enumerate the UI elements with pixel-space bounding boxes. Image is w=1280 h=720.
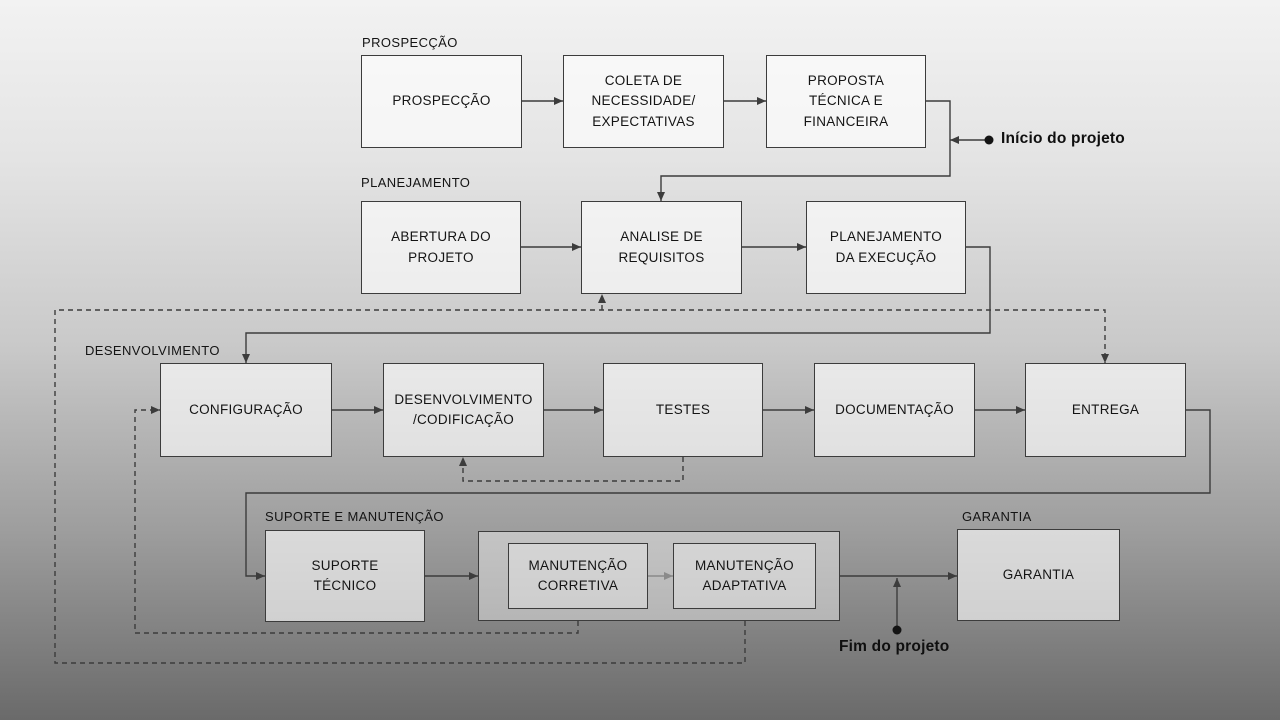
node-planejamento-execucao-label: PLANEJAMENTO DA EXECUÇÃO bbox=[829, 229, 943, 265]
node-desenvolvimento-codificacao-label: DESENVOLVIMENTO /CODIFICAÇÃO bbox=[394, 391, 533, 427]
node-proposta-tecnica-label: PROPOSTA TÉCNICA E FINANCEIRA bbox=[803, 73, 889, 129]
node-proposta-tecnica: PROPOSTA TÉCNICA E FINANCEIRA bbox=[766, 55, 926, 148]
feedback-testes-desenvolvimento bbox=[459, 457, 684, 482]
node-analise-requisitos: ANALISE DE REQUISITOS bbox=[581, 201, 742, 294]
inicio-projeto-dot bbox=[984, 135, 994, 145]
node-entrega-label: ENTREGA bbox=[1071, 401, 1140, 417]
milestone-inicio-label: Início do projeto bbox=[1001, 130, 1125, 147]
node-coleta-necessidade: COLETA DE NECESSIDADE/ EXPECTATIVAS bbox=[563, 55, 724, 148]
node-documentacao-label: DOCUMENTAÇÃO bbox=[835, 401, 954, 417]
node-documentacao: DOCUMENTAÇÃO bbox=[814, 363, 975, 457]
node-entrega: ENTREGA bbox=[1025, 363, 1186, 457]
node-manutencao-corretiva-label: MANUTENÇÃO CORRETIVA bbox=[528, 557, 628, 593]
section-label-prospeccao: PROSPECÇÃO bbox=[362, 35, 458, 50]
node-abertura-projeto: ABERTURA DO PROJETO bbox=[361, 201, 521, 294]
section-label-suporte-manutencao: SUPORTE E MANUTENÇÃO bbox=[265, 509, 444, 524]
node-garantia-label: GARANTIA bbox=[1002, 566, 1075, 582]
node-coleta-necessidade-label: COLETA DE NECESSIDADE/ EXPECTATIVAS bbox=[591, 73, 696, 129]
node-manutencao-adaptativa-label: MANUTENÇÃO ADAPTATIVA bbox=[694, 557, 794, 593]
node-analise-requisitos-label: ANALISE DE REQUISITOS bbox=[618, 229, 705, 265]
node-suporte-tecnico-label: SUPORTE TÉCNICO bbox=[311, 557, 379, 593]
node-abertura-projeto-label: ABERTURA DO PROJETO bbox=[391, 229, 491, 265]
node-manutencao-adaptativa: MANUTENÇÃO ADAPTATIVA bbox=[673, 543, 816, 609]
node-desenvolvimento-codificacao: DESENVOLVIMENTO /CODIFICAÇÃO bbox=[383, 363, 544, 457]
node-prospeccao: PROSPECÇÃO bbox=[361, 55, 522, 148]
node-suporte-tecnico: SUPORTE TÉCNICO bbox=[265, 530, 425, 622]
node-configuracao: CONFIGURAÇÃO bbox=[160, 363, 332, 457]
section-label-desenvolvimento: DESENVOLVIMENTO bbox=[85, 343, 220, 358]
section-label-planejamento: PLANEJAMENTO bbox=[361, 175, 471, 190]
node-testes-label: TESTES bbox=[655, 401, 711, 417]
node-garantia: GARANTIA bbox=[957, 529, 1120, 621]
node-manutencao-corretiva: MANUTENÇÃO CORRETIVA bbox=[508, 543, 648, 609]
node-testes: TESTES bbox=[603, 363, 763, 457]
section-label-garantia: GARANTIA bbox=[962, 509, 1032, 524]
node-prospeccao-label: PROSPECÇÃO bbox=[392, 93, 491, 109]
node-configuracao-label: CONFIGURAÇÃO bbox=[189, 401, 303, 417]
fim-projeto-dot bbox=[892, 625, 902, 635]
manutencao-group-box bbox=[478, 531, 840, 621]
milestone-fim-label: Fim do projeto bbox=[839, 638, 950, 655]
node-planejamento-execucao: PLANEJAMENTO DA EXECUÇÃO bbox=[806, 201, 966, 294]
